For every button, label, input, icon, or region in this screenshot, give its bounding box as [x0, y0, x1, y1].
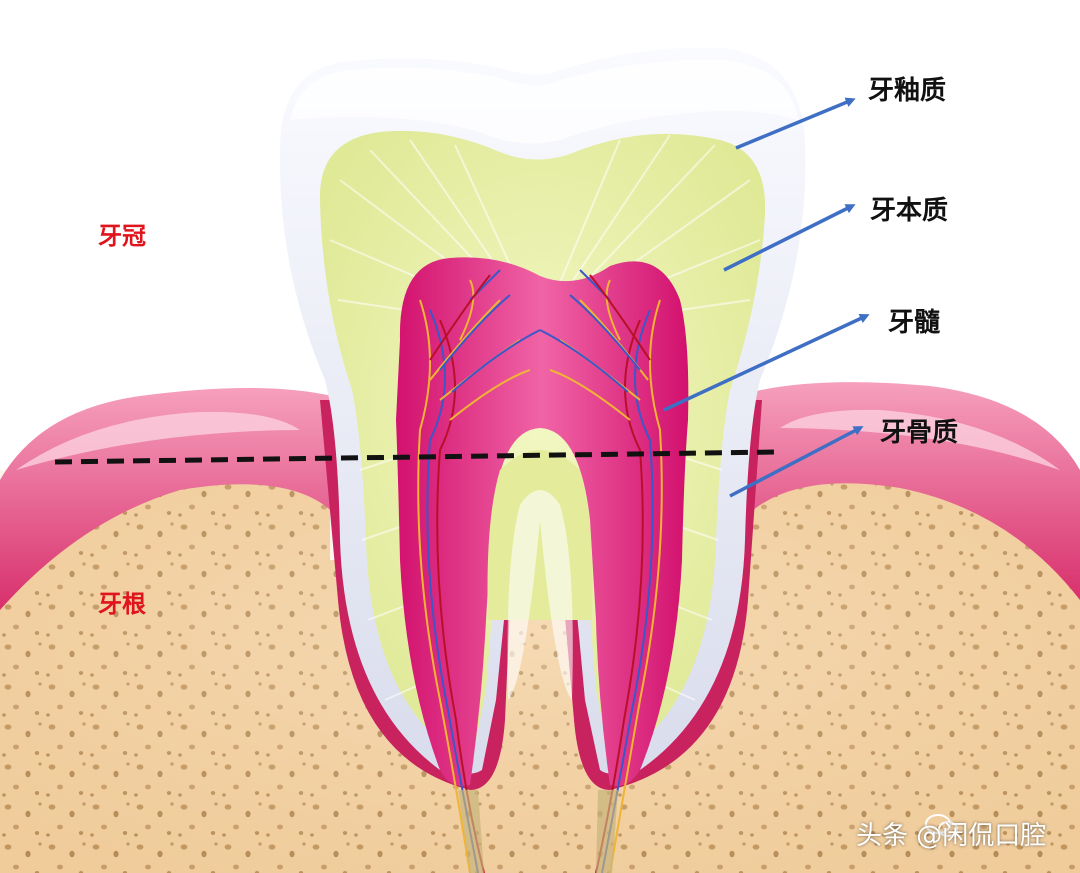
region-root-label: 牙根 — [98, 590, 146, 618]
region-crown-label: 牙冠 — [98, 222, 146, 250]
arrow-enamel — [735, 97, 856, 150]
crown-root-divider — [54, 449, 779, 465]
label-dentin: 牙本质 — [870, 196, 949, 226]
label-pulp: 牙髓 — [888, 308, 941, 338]
gum-tissue — [0, 382, 1080, 610]
label-cementum: 牙骨质 — [880, 418, 959, 448]
root-canal-right — [596, 790, 618, 873]
arrow-dentin — [723, 204, 856, 272]
arrow-cementum — [729, 426, 864, 498]
inter-root-highlight — [507, 490, 573, 700]
inter-root-dentin — [487, 450, 593, 620]
arrow-pulp — [663, 313, 870, 412]
enamel-highlight — [290, 59, 798, 144]
root-canal-left — [458, 790, 484, 873]
pulp — [396, 257, 689, 786]
chat-bubble-icon — [925, 814, 958, 837]
watermark: 头条 @闲侃口腔 — [856, 821, 1047, 851]
label-enamel: 牙釉质 — [868, 76, 947, 106]
